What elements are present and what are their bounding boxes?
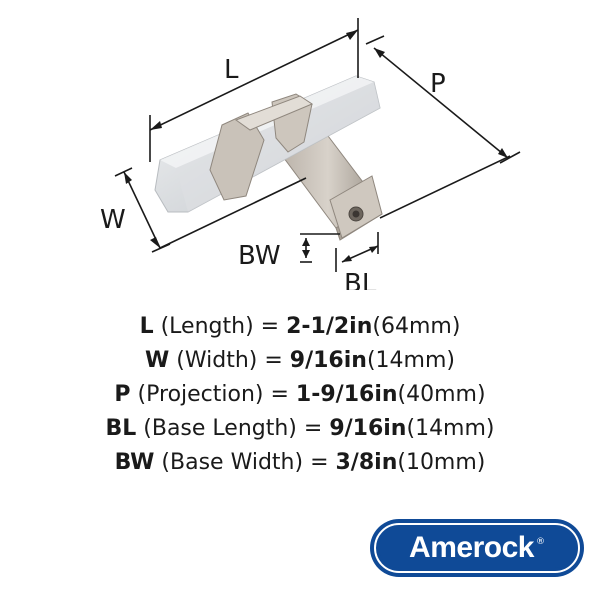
dim-label-base-width: BW xyxy=(238,241,281,271)
knob-stem xyxy=(277,127,383,241)
dim-label-base-length: BL xyxy=(344,269,377,290)
dimension-lines xyxy=(114,18,521,272)
spec-imperial: 9/16in xyxy=(329,416,407,441)
spec-line-width: W (Width) = 9/16in(14mm) xyxy=(0,344,600,378)
logo-wordmark: Amerock xyxy=(409,531,534,564)
spec-symbol: BW xyxy=(114,450,155,475)
spec-imperial: 3/8in xyxy=(335,450,398,475)
spec-line-base-width: BW (Base Width) = 3/8in(10mm) xyxy=(0,446,600,480)
knob-dimension-diagram: L P W BW BL xyxy=(100,18,521,290)
dimension-arrowheads xyxy=(124,30,508,262)
spec-name: (Length) = xyxy=(153,314,287,339)
amerock-logo: Amerock ® xyxy=(370,519,584,577)
logo-inner: Amerock ® xyxy=(379,528,575,568)
spec-symbol: P xyxy=(114,382,131,407)
spec-name: (Base Width) = xyxy=(154,450,336,475)
spec-imperial: 9/16in xyxy=(289,348,367,373)
spec-line-base-length: BL (Base Length) = 9/16in(14mm) xyxy=(0,412,600,446)
spec-symbol: W xyxy=(145,348,170,373)
logo-ring xyxy=(374,523,580,573)
knob-collar xyxy=(209,93,314,201)
spec-name: (Width) = xyxy=(169,348,290,373)
spec-imperial: 1-9/16in xyxy=(295,382,398,407)
spec-symbol: L xyxy=(139,314,154,339)
registered-mark: ® xyxy=(535,537,545,547)
dim-label-projection: P xyxy=(430,69,446,99)
dim-label-width: W xyxy=(100,205,126,235)
dim-label-length: L xyxy=(224,55,239,85)
spec-line-length: L (Length) = 2-1/2in(64mm) xyxy=(0,310,600,344)
spec-name: (Base Length) = xyxy=(136,416,330,441)
spec-metric: (10mm) xyxy=(397,450,486,475)
dimension-spec-list: L (Length) = 2-1/2in(64mm) W (Width) = 9… xyxy=(0,310,600,480)
spec-metric: (64mm) xyxy=(372,314,461,339)
spec-metric: (40mm) xyxy=(397,382,486,407)
spec-metric: (14mm) xyxy=(406,416,495,441)
spec-imperial: 2-1/2in xyxy=(286,314,373,339)
spec-line-projection: P (Projection) = 1-9/16in(40mm) xyxy=(0,378,600,412)
spec-metric: (14mm) xyxy=(366,348,455,373)
spec-symbol: BL xyxy=(105,416,137,441)
spec-name: (Projection) = xyxy=(130,382,296,407)
